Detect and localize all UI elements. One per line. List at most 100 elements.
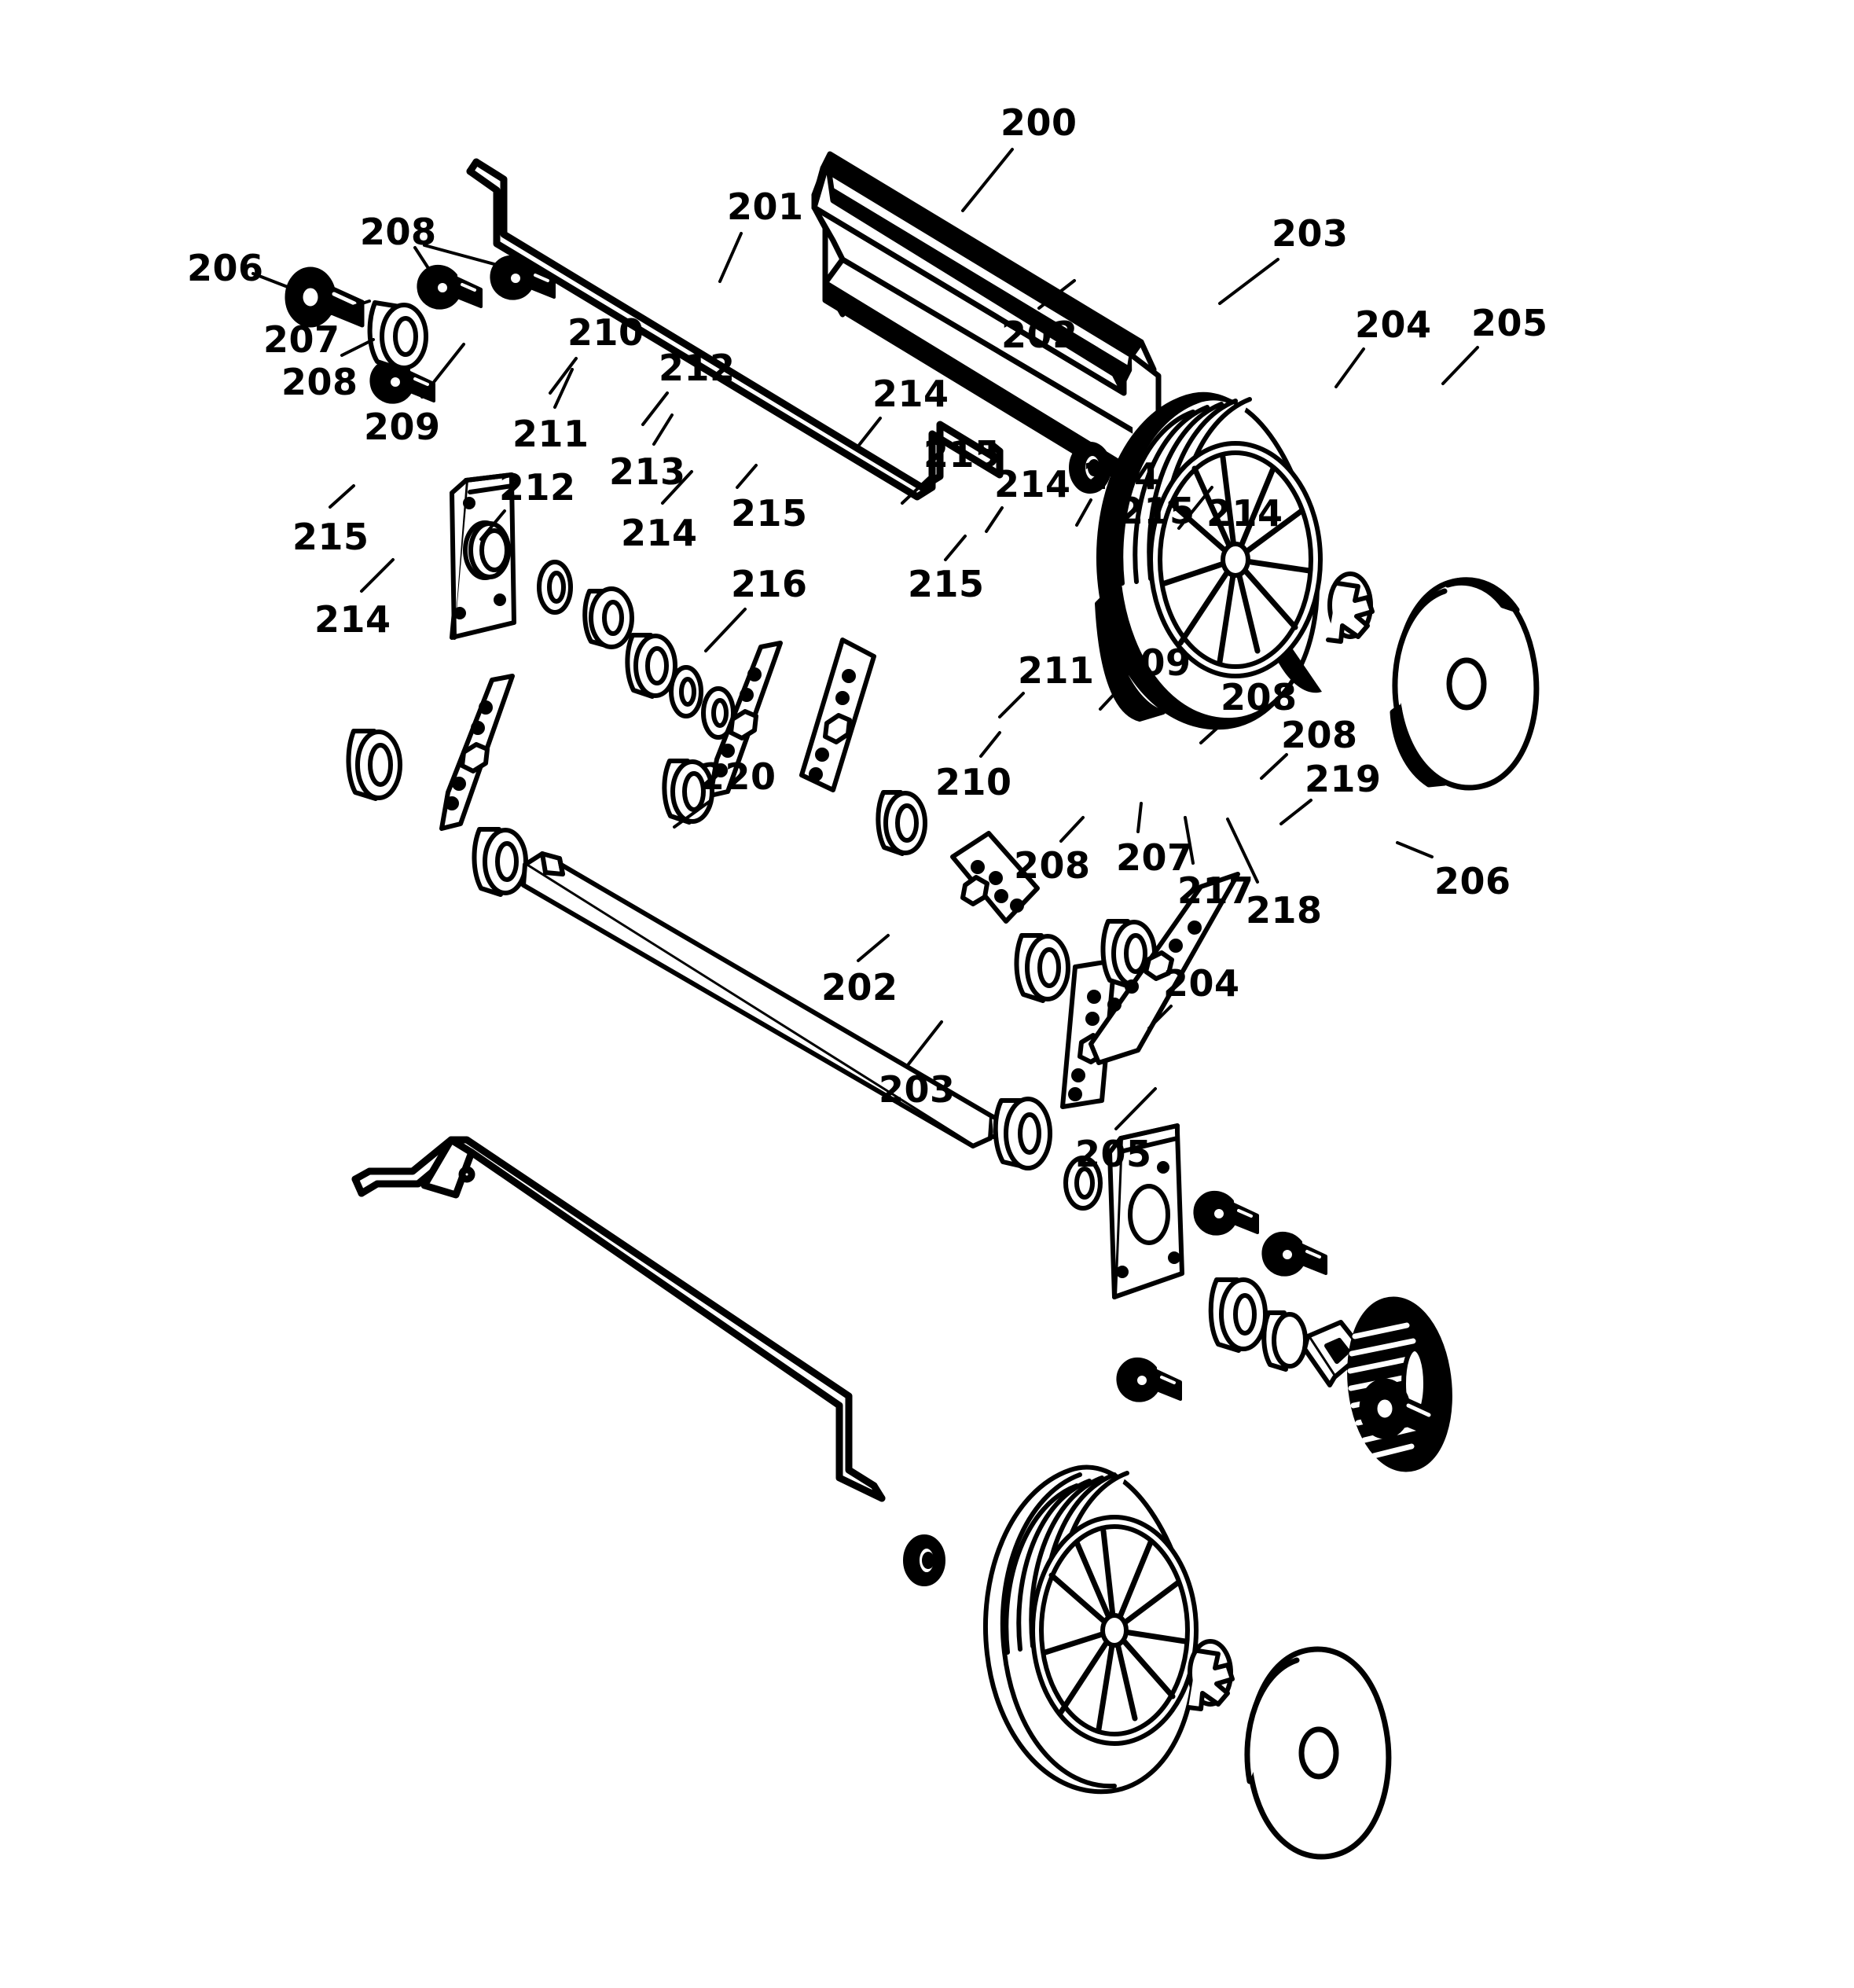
leader-line-207 xyxy=(1136,802,1143,833)
callout-label-213: 213 xyxy=(609,450,686,493)
leader-line-208 xyxy=(1260,753,1288,780)
leader-line-206 xyxy=(1396,841,1434,858)
callout-label-203: 203 xyxy=(1272,212,1349,255)
part-207-bushing-lower xyxy=(1208,1277,1268,1353)
part-211-washer-upper xyxy=(582,586,634,649)
part-203-wheel-upper xyxy=(1095,391,1323,730)
part-217-bearing-disc xyxy=(1261,1310,1308,1372)
leader-line-206 xyxy=(251,272,303,294)
callout-label-215: 215 xyxy=(731,492,808,535)
leader-line-213 xyxy=(652,413,674,446)
leader-line-202 xyxy=(857,934,890,962)
leader-line-208 xyxy=(413,246,435,278)
callout-label-202: 202 xyxy=(1001,314,1078,356)
part-201-rod xyxy=(466,158,1004,501)
leader-line-215 xyxy=(1108,461,1125,485)
callout-label-208: 208 xyxy=(281,361,358,403)
callout-label-215: 215 xyxy=(292,516,369,558)
callout-label-207: 207 xyxy=(263,318,340,361)
callout-label-214: 214 xyxy=(314,598,391,641)
leader-line-215 xyxy=(944,535,967,561)
leader-line-214 xyxy=(1075,498,1092,527)
leader-line-208 xyxy=(1059,816,1085,843)
leader-line-209 xyxy=(1099,684,1124,711)
part-202-washer-lower xyxy=(903,1534,945,1586)
part-216-axle-shaft xyxy=(521,851,1029,1152)
callout-label-208: 208 xyxy=(1281,714,1358,756)
part-209-bracket-upper xyxy=(450,472,516,640)
callout-label-200: 200 xyxy=(1000,101,1078,144)
leader-line-207 xyxy=(327,299,371,316)
callout-label-214: 214 xyxy=(994,463,1071,505)
callout-label-203: 203 xyxy=(879,1068,956,1111)
part-208-screw-l3 xyxy=(1116,1357,1182,1402)
leader-line-212 xyxy=(641,391,669,426)
part-212-spacer-lower xyxy=(472,827,528,897)
leader-line-204 xyxy=(1147,1005,1173,1030)
callout-label-211: 211 xyxy=(1018,649,1095,692)
part-209-bracket-lower xyxy=(1107,1123,1184,1299)
part-207-bushing-upper xyxy=(367,300,428,372)
callout-label-218: 218 xyxy=(1246,889,1323,932)
callout-label-215: 215 xyxy=(923,433,1000,476)
leader-line-220 xyxy=(673,799,713,829)
leader-line-215 xyxy=(901,476,931,505)
part-213-washer-b xyxy=(701,686,736,740)
callout-label-214: 214 xyxy=(1206,492,1283,535)
part-211-washer-lower xyxy=(993,1097,1052,1170)
part-210-washer-lower xyxy=(1063,1156,1103,1211)
callout-label-215: 215 xyxy=(1118,490,1195,532)
callout-label-209: 209 xyxy=(364,406,441,448)
callout-label-204: 204 xyxy=(1163,962,1240,1005)
callout-label-208: 208 xyxy=(1014,844,1091,887)
callout-label-219: 219 xyxy=(1305,758,1382,800)
callout-label-214: 214 xyxy=(872,373,949,415)
part-208-screw-l2 xyxy=(1261,1231,1327,1277)
callout-label-215: 215 xyxy=(908,563,985,605)
leader-line-211 xyxy=(553,368,574,409)
leader-line-217 xyxy=(1184,816,1195,865)
callout-label-216: 216 xyxy=(731,563,808,605)
callout-label-210: 210 xyxy=(567,311,644,354)
leader-line-208 xyxy=(423,244,501,267)
callout-label-208: 208 xyxy=(1221,676,1298,718)
part-212-spacer-upper xyxy=(625,633,677,699)
callout-label-205: 205 xyxy=(1075,1133,1152,1175)
part-204-retainer-lower xyxy=(1186,1639,1235,1711)
leader-line-210 xyxy=(549,357,578,395)
part-210-washer-upper xyxy=(537,560,573,615)
leader-line-218 xyxy=(1226,818,1259,884)
leader-line-211 xyxy=(998,692,1025,718)
leader-line-203 xyxy=(906,1020,943,1067)
part-203-wheel-lower xyxy=(982,1464,1199,1795)
callout-label-217: 217 xyxy=(1177,869,1254,912)
callout-label-201: 201 xyxy=(727,186,804,228)
part-214-tine-b xyxy=(439,674,515,831)
callout-label-208: 208 xyxy=(360,211,437,253)
part-213-washer-a xyxy=(669,665,703,718)
leader-line-216 xyxy=(704,608,747,652)
part-215-sleeve-b xyxy=(346,729,402,801)
callout-label-209: 209 xyxy=(1114,641,1191,684)
leader-line-205 xyxy=(1114,1087,1157,1130)
callout-label-212: 212 xyxy=(659,347,736,389)
part-202-washer-upper xyxy=(1069,442,1111,494)
leader-line-201 xyxy=(718,232,743,283)
leader-line-208 xyxy=(1199,718,1228,744)
callout-label-206: 206 xyxy=(1434,860,1511,902)
leader-line-212 xyxy=(479,509,506,541)
leader-line-209 xyxy=(420,343,465,399)
callout-label-208: 208 xyxy=(360,211,437,253)
part-206-bolt-upper xyxy=(287,269,362,325)
part-215-sleeve-d xyxy=(1014,933,1070,1003)
leader-line-214 xyxy=(360,558,395,593)
callout-label-207: 207 xyxy=(1116,836,1193,879)
leader-line-208 xyxy=(340,338,375,357)
leader-line-204 xyxy=(1335,347,1365,388)
callout-label-211: 211 xyxy=(512,413,589,455)
part-215-sleeve-c xyxy=(876,790,927,856)
leader-line-205 xyxy=(1441,346,1479,385)
part-204-retainer-upper xyxy=(1326,571,1375,644)
